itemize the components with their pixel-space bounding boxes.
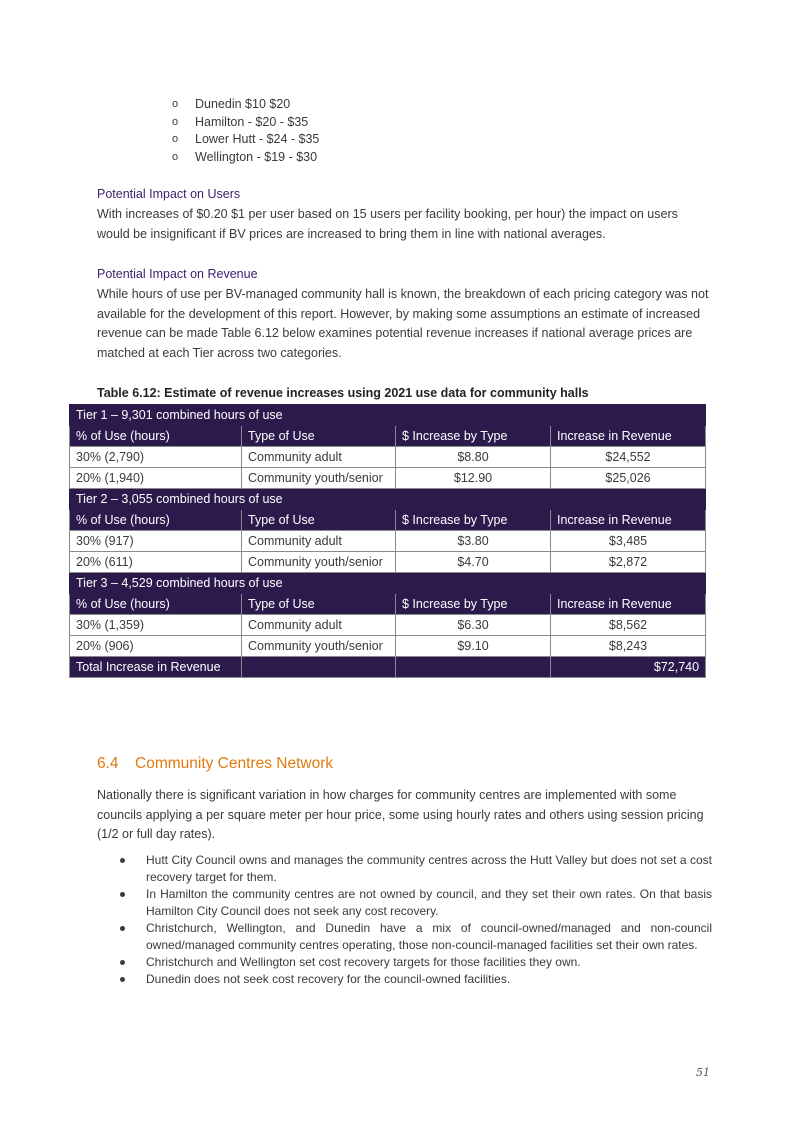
cell-revenue: $8,243: [549, 635, 707, 657]
tier-title: Tier 1 – 9,301 combined hours of use: [68, 404, 707, 426]
cell-type: Community adult: [241, 446, 396, 468]
column-header: Type of Use: [241, 425, 396, 447]
page-number: 51: [696, 1066, 710, 1079]
column-header: Increase in Revenue: [549, 509, 707, 531]
list-item: Hutt City Council owns and manages the c…: [120, 852, 712, 886]
revenue-table: Tier 1 – 9,301 combined hours of use % o…: [68, 404, 707, 678]
circle-bullet-icon: o: [172, 133, 179, 145]
tier-title: Tier 3 – 4,529 combined hours of use: [68, 572, 707, 594]
table-caption: Table 6.12: Estimate of revenue increase…: [97, 386, 589, 400]
cell-increase: $3.80: [395, 530, 551, 552]
list-item: Dunedin does not seek cost recovery for …: [120, 971, 712, 988]
impact-users-text: With increases of $0.20 $1 per user base…: [97, 207, 678, 241]
total-value: $72,740: [549, 656, 707, 678]
impact-revenue-text: While hours of use per BV-managed commun…: [97, 287, 709, 360]
bullet-icon: [120, 977, 125, 982]
cell-increase: $8.80: [395, 446, 551, 468]
cell-increase: $9.10: [395, 635, 551, 657]
table-header-row: % of Use (hours) Type of Use $ Increase …: [69, 509, 707, 531]
list-item: In Hamilton the community centres are no…: [120, 886, 712, 920]
cell-use: 30% (2,790): [69, 446, 242, 468]
table-row: 20% (1,940) Community youth/senior $12.9…: [69, 467, 707, 489]
column-header: % of Use (hours): [69, 593, 242, 615]
cell-increase: $4.70: [395, 551, 551, 573]
total-row: Total Increase in Revenue $72,740: [69, 656, 707, 678]
centres-bullet-list: Hutt City Council owns and manages the c…: [120, 852, 712, 988]
bullet-icon: [120, 926, 125, 931]
cell-revenue: $25,026: [549, 467, 707, 489]
cell-revenue: $2,872: [549, 551, 707, 573]
cell-use: 20% (611): [69, 551, 242, 573]
tier-title-row: Tier 3 – 4,529 combined hours of use: [68, 572, 707, 594]
cell-type: Community youth/senior: [241, 467, 396, 489]
column-header: Type of Use: [241, 509, 396, 531]
cell-use: 30% (1,359): [69, 614, 242, 636]
cell-use: 30% (917): [69, 530, 242, 552]
section-number: 6.4: [97, 755, 119, 772]
tier-title-row: Tier 2 – 3,055 combined hours of use: [68, 488, 707, 510]
column-header: Increase in Revenue: [549, 425, 707, 447]
cell-revenue: $3,485: [549, 530, 707, 552]
circle-bullet-icon: o: [172, 115, 179, 128]
cell-use: 20% (906): [69, 635, 242, 657]
table-row: 30% (2,790) Community adult $8.80 $24,55…: [69, 446, 707, 468]
section-title: Community Centres Network: [135, 755, 334, 772]
list-item: Christchurch and Wellington set cost rec…: [120, 954, 712, 971]
cell-increase: $12.90: [395, 467, 551, 489]
cell-revenue: $24,552: [549, 446, 707, 468]
bullet-icon: [120, 892, 125, 897]
tier-title-row: Tier 1 – 9,301 combined hours of use: [68, 404, 707, 426]
circle-bullet-icon: o: [172, 98, 179, 110]
table-row: 30% (917) Community adult $3.80 $3,485: [69, 530, 707, 552]
cell-revenue: $8,562: [549, 614, 707, 636]
impact-revenue-heading: Potential Impact on Revenue: [97, 267, 258, 281]
cell-type: Community youth/senior: [241, 635, 396, 657]
cell-type: Community adult: [241, 614, 396, 636]
cell-use: 20% (1,940): [69, 467, 242, 489]
impact-users-heading: Potential Impact on Users: [97, 187, 241, 201]
bullet-icon: [120, 858, 125, 863]
table-row: 30% (1,359) Community adult $6.30 $8,562: [69, 614, 707, 636]
column-header: $ Increase by Type: [395, 425, 551, 447]
total-label: Total Increase in Revenue: [69, 656, 242, 678]
section-heading: 6.4 Community Centres Network: [97, 755, 333, 773]
column-header: Type of Use: [241, 593, 396, 615]
section-intro: Nationally there is significant variatio…: [97, 788, 704, 841]
bullet-icon: [120, 960, 125, 965]
table-header-row: % of Use (hours) Type of Use $ Increase …: [69, 593, 707, 615]
table-row: 20% (611) Community youth/senior $4.70 $…: [69, 551, 707, 573]
table-row: 20% (906) Community youth/senior $9.10 $…: [69, 635, 707, 657]
tier-title: Tier 2 – 3,055 combined hours of use: [68, 488, 707, 510]
column-header: $ Increase by Type: [395, 509, 551, 531]
column-header: Increase in Revenue: [549, 593, 707, 615]
cell-type: Community youth/senior: [241, 551, 396, 573]
empty-cell: [241, 656, 396, 678]
table-header-row: % of Use (hours) Type of Use $ Increase …: [69, 425, 707, 447]
list-item: Christchurch, Wellington, and Dunedin ha…: [120, 920, 712, 954]
cell-type: Community adult: [241, 530, 396, 552]
column-header: % of Use (hours): [69, 509, 242, 531]
column-header: $ Increase by Type: [395, 593, 551, 615]
column-header: % of Use (hours): [69, 425, 242, 447]
cell-increase: $6.30: [395, 614, 551, 636]
empty-cell: [395, 656, 551, 678]
circle-bullet-icon: o: [172, 150, 179, 163]
